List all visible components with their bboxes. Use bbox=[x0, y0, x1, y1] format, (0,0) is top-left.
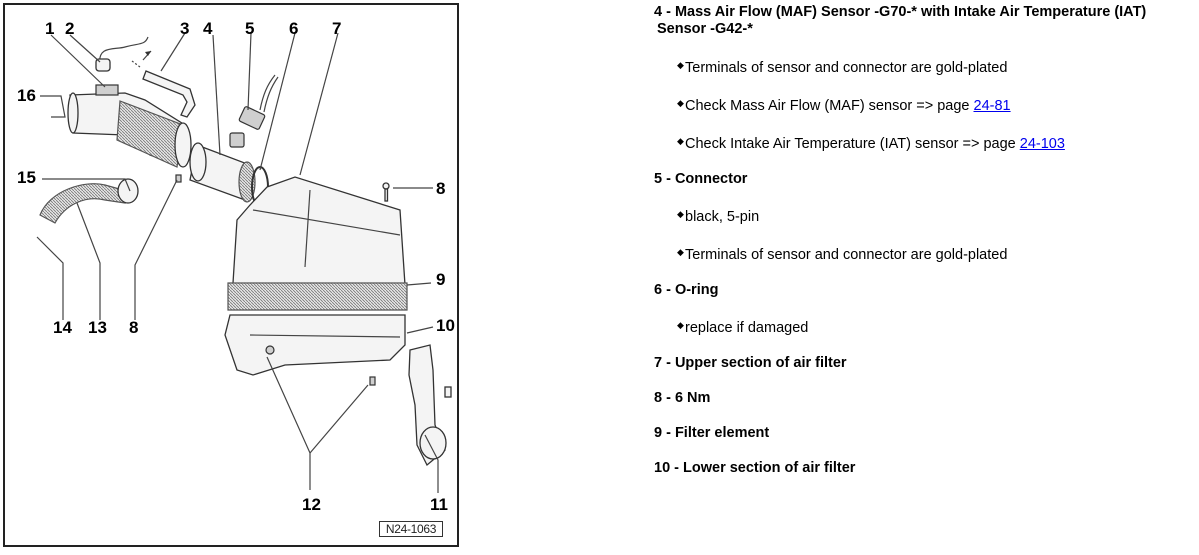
small-bolt-part bbox=[175, 174, 182, 183]
filter-element-part bbox=[227, 282, 408, 311]
exploded-diagram: 1 2 3 4 5 6 7 8 8 9 10 11 12 13 14 15 16… bbox=[3, 3, 459, 547]
callout-16: 16 bbox=[17, 86, 36, 105]
legend-item-title: 8 - 6 Nm bbox=[654, 390, 711, 406]
sensor-part bbox=[95, 36, 149, 72]
legend-bullet: ◆Terminals of sensor and connector are g… bbox=[677, 57, 1007, 77]
connector-part bbox=[238, 74, 279, 130]
diamond-bullet-icon: ◆ bbox=[677, 60, 684, 70]
callout-8-top: 8 bbox=[436, 179, 446, 198]
figure-id-label: N24-1063 bbox=[379, 521, 443, 537]
callout-8-left: 8 bbox=[129, 318, 139, 337]
diamond-bullet-icon: ◆ bbox=[677, 320, 684, 330]
callout-11: 11 bbox=[430, 495, 448, 514]
upper-air-filter-part bbox=[232, 176, 406, 286]
legend-bullet: ◆Check Mass Air Flow (MAF) sensor => pag… bbox=[677, 95, 1011, 115]
page-link-24-103[interactable]: 24-103 bbox=[1019, 136, 1065, 152]
legend-item-title: 4 - Mass Air Flow (MAF) Sensor -G70-* wi… bbox=[654, 4, 1147, 20]
callout-7: 7 bbox=[332, 19, 342, 38]
nut-part bbox=[369, 376, 376, 386]
legend-item-9: 9 - Filter element bbox=[654, 425, 769, 442]
callout-2: 2 bbox=[65, 19, 75, 38]
legend-bullet: ◆Terminals of sensor and connector are g… bbox=[677, 244, 1007, 264]
legend-item-7: 7 - Upper section of air filter bbox=[654, 355, 847, 372]
callout-14: 14 bbox=[53, 318, 72, 337]
callout-5: 5 bbox=[245, 19, 255, 38]
legend-bullet: ◆Check Intake Air Temperature (IAT) sens… bbox=[677, 133, 1065, 153]
legend-item-8: 8 - 6 Nm bbox=[654, 390, 710, 407]
callout-12: 12 bbox=[302, 495, 321, 514]
page-link-24-81[interactable]: 24-81 bbox=[973, 98, 1011, 114]
legend-item-title: 6 - O-ring bbox=[654, 282, 719, 298]
legend-item-title-cont: Sensor -G42-* bbox=[657, 21, 753, 37]
bolt-part bbox=[382, 182, 390, 202]
callout-4: 4 bbox=[203, 19, 213, 38]
legend-item-title: 5 - Connector bbox=[654, 171, 748, 187]
callout-15: 15 bbox=[17, 168, 36, 187]
callout-1: 1 bbox=[45, 19, 55, 38]
intake-pipe-part bbox=[408, 344, 452, 467]
legend-item-title: 10 - Lower section of air filter bbox=[654, 460, 856, 476]
diamond-bullet-icon: ◆ bbox=[677, 209, 684, 219]
legend-item-title: 7 - Upper section of air filter bbox=[654, 355, 847, 371]
diamond-bullet-icon: ◆ bbox=[677, 136, 684, 146]
legend-item-title: 9 - Filter element bbox=[654, 425, 770, 441]
callout-3: 3 bbox=[180, 19, 190, 38]
intake-duct-part bbox=[67, 84, 192, 168]
lower-air-filter-part bbox=[224, 314, 406, 376]
callout-9: 9 bbox=[436, 270, 446, 289]
diagram-drawing bbox=[36, 32, 452, 493]
diamond-bullet-icon: ◆ bbox=[677, 247, 684, 257]
callout-10: 10 bbox=[436, 316, 455, 335]
legend-bullet: ◆replace if damaged bbox=[677, 317, 808, 337]
legend-item-5: 5 - Connector ◆black, 5-pin ◆Terminals o… bbox=[654, 171, 1007, 263]
maf-sensor-part bbox=[189, 132, 256, 203]
legend-item-10: 10 - Lower section of air filter bbox=[654, 460, 855, 477]
leader-lines bbox=[36, 32, 439, 493]
callout-13: 13 bbox=[88, 318, 107, 337]
corrugated-hose-part bbox=[39, 178, 139, 224]
legend-item-6: 6 - O-ring ◆replace if damaged bbox=[654, 282, 808, 336]
legend-item-4: 4 - Mass Air Flow (MAF) Sensor -G70-* wi… bbox=[654, 4, 1147, 152]
legend-bullet: ◆black, 5-pin bbox=[677, 206, 759, 226]
hose-part bbox=[131, 50, 196, 118]
callout-6: 6 bbox=[289, 19, 299, 38]
diamond-bullet-icon: ◆ bbox=[677, 98, 684, 108]
